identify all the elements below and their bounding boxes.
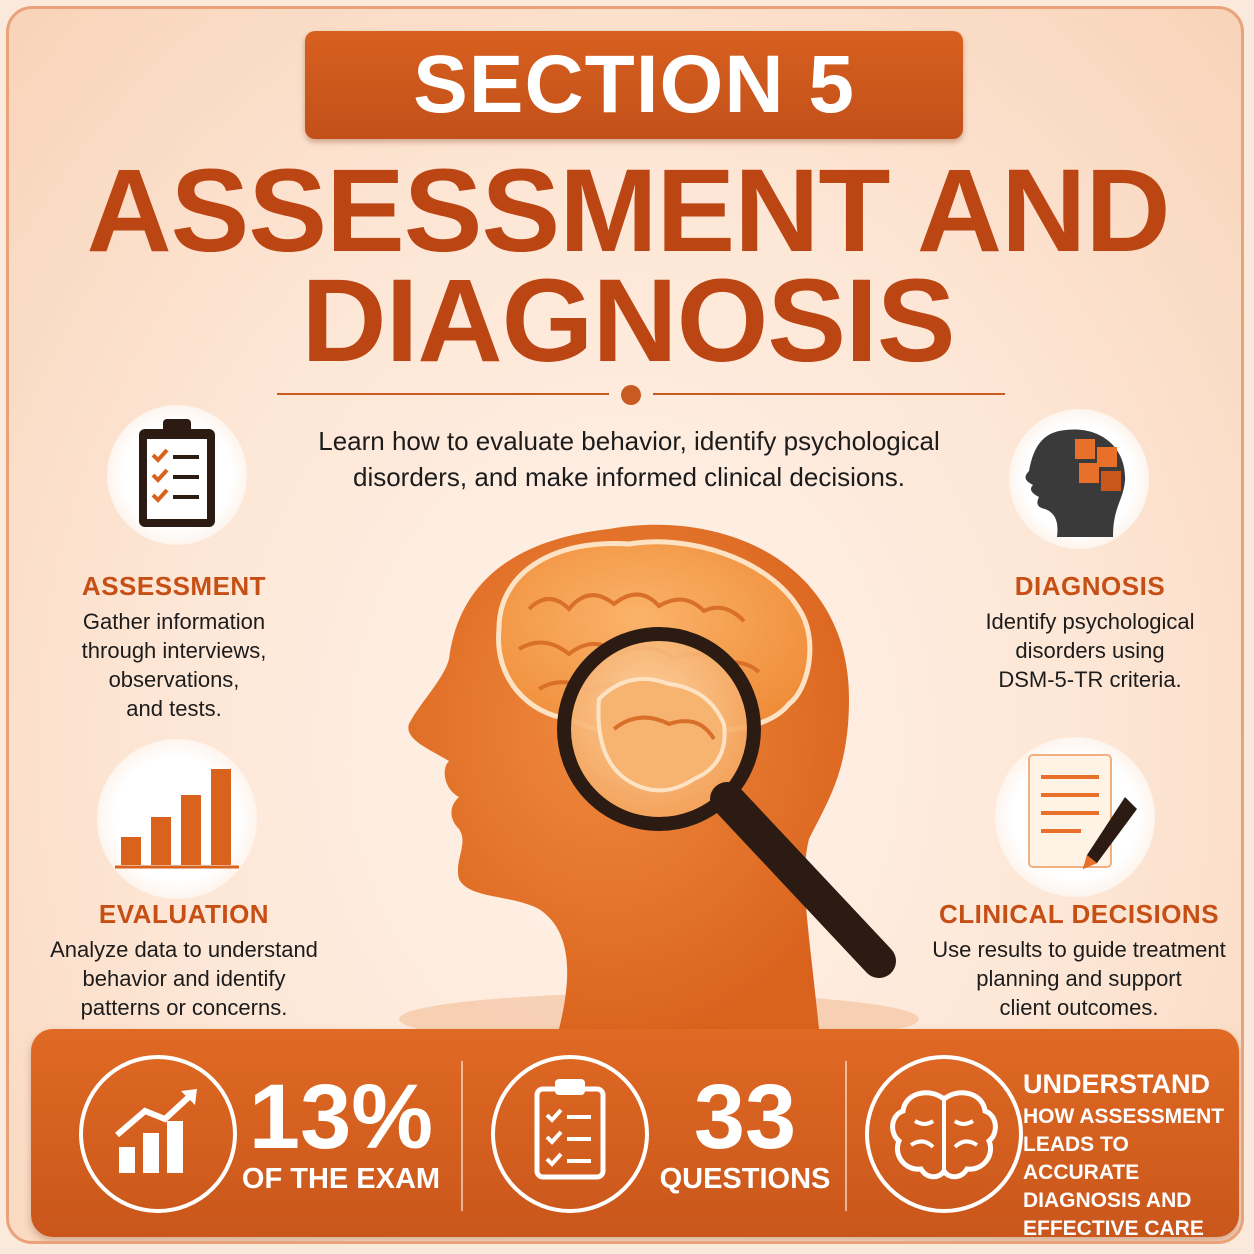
bar-chart-icon — [115, 769, 239, 869]
stats-separator-2 — [845, 1061, 847, 1211]
clinical-decisions-title: CLINICAL DECISIONS — [938, 899, 1220, 929]
clinical-decisions-description: Use results to guide treatment planning … — [929, 935, 1229, 1022]
understand-line-3: DIAGNOSIS AND — [1023, 1189, 1192, 1212]
understand-description: HOW ASSESSMENT LEADS TO ACCURATE DIAGNOS… — [1023, 1103, 1233, 1241]
stats-separator-1 — [461, 1061, 463, 1211]
evaluation-line-3: patterns or concerns. — [80, 995, 288, 1020]
diagnosis-title: DIAGNOSIS — [1014, 571, 1166, 601]
assessment-icon-circle — [107, 405, 247, 545]
assessment-title: ASSESSMENT — [81, 571, 267, 601]
diagnosis-line-2: disorders using — [1015, 638, 1165, 663]
clinical-icon-circle — [995, 737, 1155, 897]
evaluation-description: Analyze data to understand behavior and … — [29, 935, 339, 1022]
divider-left — [277, 393, 609, 395]
intro-line-2: disorders, and make informed clinical de… — [352, 462, 906, 492]
intro-line-1: Learn how to evaluate behavior, identify… — [318, 426, 940, 456]
questions-icon-circle — [491, 1055, 649, 1213]
evaluation-line-2: behavior and identify — [82, 966, 286, 991]
divider-dot — [621, 385, 641, 405]
evaluation-title: EVALUATION — [98, 899, 270, 929]
understand-title: UNDERSTAND — [1023, 1069, 1210, 1099]
understand-line-4: EFFECTIVE CARE — [1023, 1217, 1204, 1240]
evaluation-line-1: Analyze data to understand — [50, 937, 318, 962]
clipboard-checklist-icon — [139, 419, 215, 527]
section-badge: SECTION 5 — [305, 31, 963, 139]
intro-text: Learn how to evaluate behavior, identify… — [259, 423, 999, 495]
understand-icon-circle — [865, 1055, 1023, 1213]
diagnosis-icon-circle — [1009, 409, 1149, 549]
trend-chart-icon — [115, 1089, 197, 1173]
page-title-line1: ASSESSMENT AND — [86, 145, 1170, 277]
diagnosis-description: Identify psychological disorders using D… — [945, 607, 1235, 694]
exam-label: OF THE EXAM — [241, 1163, 441, 1195]
questions-label: QUESTIONS — [659, 1163, 831, 1195]
assessment-line-2: through interviews, — [81, 638, 267, 663]
assessment-line-1: Gather information — [82, 609, 266, 634]
puzzle-head-icon — [1025, 429, 1126, 537]
magnifier-icon — [557, 627, 896, 978]
exam-icon-circle — [79, 1055, 237, 1213]
understand-line-2: LEADS TO ACCURATE — [1023, 1133, 1140, 1184]
page-title-line2: DIAGNOSIS — [301, 255, 955, 387]
assessment-description: Gather information through interviews, o… — [29, 607, 319, 723]
clinical-line-1: Use results to guide treatment — [932, 937, 1226, 962]
poster: SECTION 5 ASSESSMENT AND DIAGNOSIS Learn… — [6, 6, 1244, 1244]
clinical-line-2: planning and support — [976, 966, 1182, 991]
clipboard-icon — [534, 1079, 606, 1180]
evaluation-icon-circle — [97, 739, 257, 899]
head-brain-magnifier-illustration — [399, 524, 919, 1039]
document-pen-icon — [1028, 754, 1137, 869]
questions-count: 33 — [693, 1066, 797, 1168]
assessment-line-3: observations, — [108, 667, 240, 692]
diagnosis-line-1: Identify psychological — [985, 609, 1195, 634]
divider-right — [653, 393, 1005, 395]
clinical-line-3: client outcomes. — [999, 995, 1159, 1020]
diagnosis-line-3: DSM-5-TR criteria. — [998, 667, 1182, 692]
exam-percentage: 13% — [248, 1066, 434, 1168]
brain-outline-icon — [890, 1090, 998, 1180]
understand-line-1: HOW ASSESSMENT — [1023, 1105, 1225, 1128]
assessment-line-4: and tests. — [126, 696, 222, 721]
